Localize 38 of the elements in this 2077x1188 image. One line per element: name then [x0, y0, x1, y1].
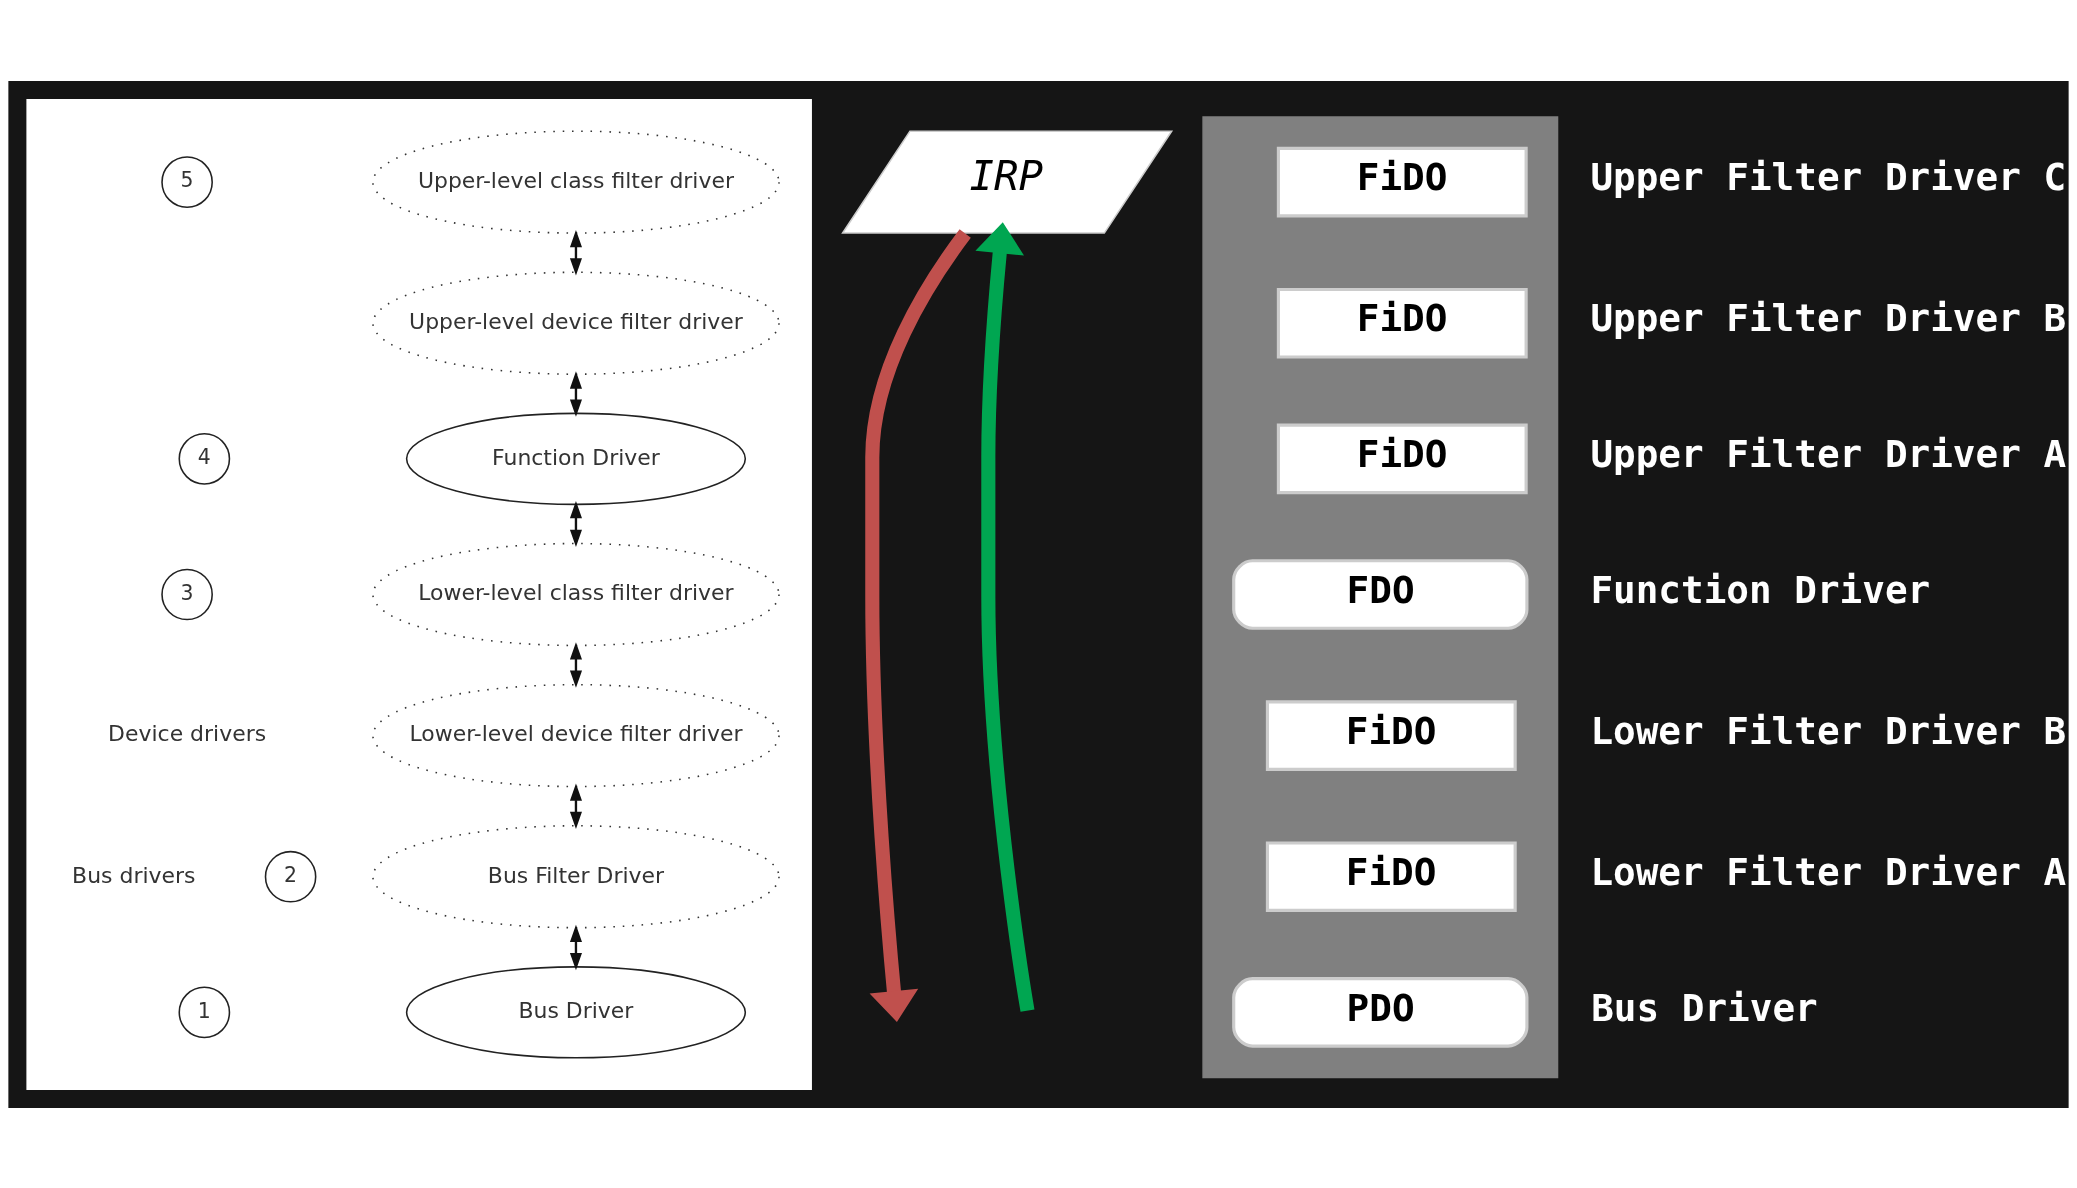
node-ellipse: Bus Filter Driver [372, 824, 780, 928]
arrow [569, 500, 582, 547]
node-ellipse: Function Driver [405, 412, 747, 505]
cluster [1202, 115, 1559, 1078]
node-circle: 3 [161, 568, 213, 620]
node-box: PDO [1232, 976, 1529, 1048]
cluster [26, 98, 812, 1090]
node-ellipse: Upper-level device filter driver [372, 271, 780, 375]
arrow [569, 641, 582, 688]
node-box: FiDO [1265, 840, 1517, 912]
node-circle: 2 [264, 850, 317, 903]
node-ellipse: Lower-level class filter driver [372, 542, 780, 646]
node-label: Bus Driver [1591, 985, 1818, 1030]
node-ellipse: Upper-level class filter driver [372, 129, 780, 234]
node-box: FDO [1232, 558, 1529, 630]
label: Bus drivers [72, 862, 196, 888]
node-circle: 5 [161, 155, 213, 208]
node-circle: 4 [178, 432, 231, 485]
label: Device drivers [108, 720, 267, 746]
arrow [569, 924, 582, 970]
arrow [569, 229, 582, 275]
node-ellipse: Bus Driver [405, 965, 747, 1059]
node-label: Upper Filter Driver A [1590, 431, 2067, 476]
node-label: Function Driver [1590, 567, 1931, 612]
node-label: Upper Filter Driver B [1590, 295, 2067, 340]
arrow [865, 228, 971, 1022]
arrow [569, 370, 582, 417]
node-label: Lower Filter Driver A [1590, 849, 2067, 894]
node-circle: 1 [178, 986, 231, 1038]
node-box: FiDO [1265, 699, 1517, 771]
arrow [975, 221, 1035, 1012]
node-label: Lower Filter Driver B [1590, 708, 2067, 753]
node-box: FiDO [1276, 146, 1528, 217]
node-box: FiDO [1276, 423, 1528, 494]
node-label: Upper Filter Driver C [1590, 154, 2067, 199]
node-box: FiDO [1276, 287, 1528, 359]
node-ellipse: Lower-level device filter driver [372, 683, 780, 787]
arrow [569, 782, 582, 829]
